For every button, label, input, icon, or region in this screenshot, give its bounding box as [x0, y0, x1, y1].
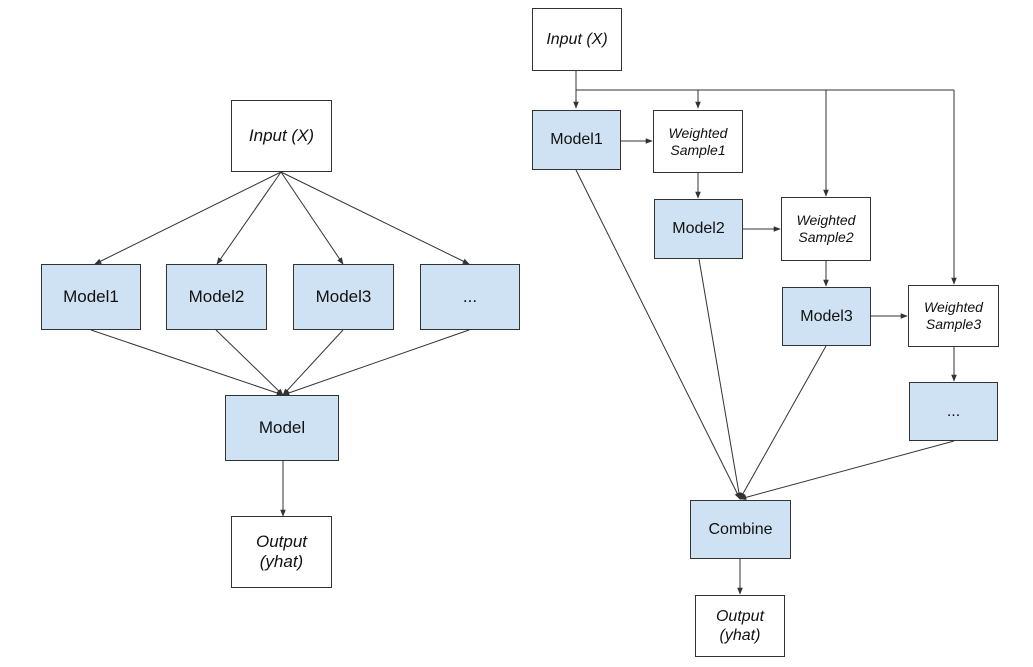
boosting-model2-node: Model2: [654, 199, 743, 259]
stacking-model1-label: Model1: [63, 286, 119, 306]
stacking-input-node: Input (X): [231, 100, 332, 172]
arrow-input-to-model1: [94, 171, 282, 265]
boosting-sample3-label: Weighted Sample3: [924, 299, 983, 332]
boosting-ellipsis-node: ...: [909, 382, 998, 441]
stacking-connectors: [90, 171, 470, 517]
boosting-input-node: Input (X): [532, 8, 622, 71]
boosting-sample1-node: Weighted Sample1: [653, 110, 743, 173]
arrow-model2-to-model: [215, 329, 284, 396]
arrow-model1-to-combine: [575, 169, 741, 500]
stacking-meta-model-label: Model: [258, 417, 306, 437]
boosting-sample2-label: Weighted Sample2: [796, 212, 856, 245]
boosting-ellipsis-label: ...: [946, 402, 961, 420]
arrow-input-to-model2: [216, 171, 282, 265]
stacking-model3-node: Model3: [293, 264, 394, 330]
arrow-input-to-model3: [280, 171, 344, 265]
boosting-input-label: Input (X): [546, 30, 608, 48]
stacking-output-node: Output (yhat): [231, 516, 332, 588]
stacking-model1-node: Model1: [41, 264, 141, 330]
boosting-output-node: Output (yhat): [695, 595, 785, 657]
arrow-model3-to-combine: [739, 345, 827, 500]
arrow-ellipsis-to-model: [282, 329, 470, 396]
boosting-model1-node: Model1: [532, 110, 621, 170]
boosting-output-label: Output (yhat): [715, 607, 765, 644]
boosting-model3-label: Model3: [800, 307, 853, 325]
boosting-combine-node: Combine: [690, 500, 791, 559]
stacking-ellipsis-node: ...: [420, 264, 520, 330]
boosting-model3-node: Model3: [782, 287, 871, 346]
stacking-model2-node: Model2: [166, 264, 267, 330]
arrow-model3-to-model: [282, 329, 344, 396]
arrow-ellipsis-to-combine: [739, 440, 955, 501]
stacking-output-label: Output (yhat): [255, 531, 308, 571]
boosting-model2-label: Model2: [672, 220, 725, 238]
stacking-model3-label: Model3: [315, 286, 372, 306]
stacking-model2-label: Model2: [188, 286, 245, 306]
boosting-model1-label: Model1: [550, 131, 603, 149]
arrow-model2-to-combine: [698, 258, 742, 500]
arrow-model1-to-model: [90, 329, 284, 396]
boosting-sample1-label: Weighted Sample1: [668, 124, 728, 158]
boosting-connectors: [573, 71, 957, 595]
input-bus-line: [575, 71, 954, 91]
stacking-ellipsis-label: ...: [462, 286, 478, 306]
boosting-sample2-node: Weighted Sample2: [781, 197, 871, 261]
boosting-combine-label: Combine: [708, 520, 773, 538]
boosting-sample3-node: Weighted Sample3: [908, 285, 999, 347]
stacking-input-label: Input (X): [248, 125, 315, 145]
arrow-input-to-ellipsis: [280, 171, 470, 265]
stacking-meta-model-node: Model: [225, 395, 339, 461]
